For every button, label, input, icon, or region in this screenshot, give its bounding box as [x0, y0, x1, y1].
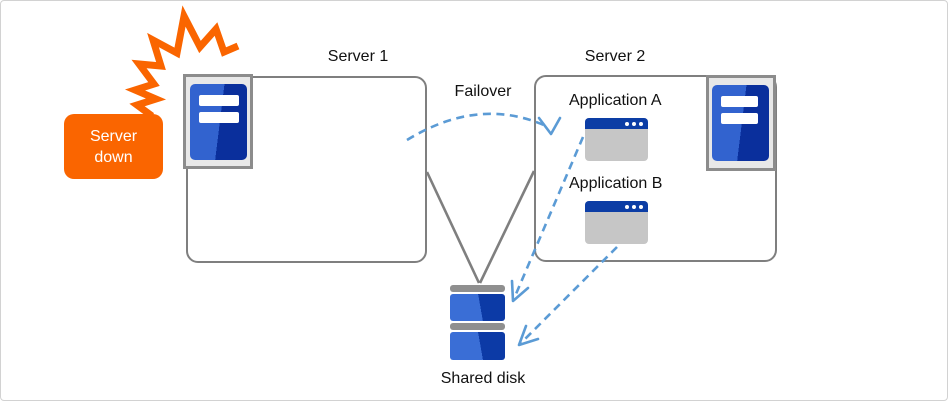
server-icon — [190, 84, 247, 160]
application-a-label: Application A — [569, 92, 662, 109]
disk-cap — [450, 323, 505, 330]
server-slot — [199, 95, 239, 106]
server-slot — [199, 112, 239, 123]
window-dots-icon — [625, 204, 643, 209]
app-window-titlebar — [585, 118, 648, 129]
disk-unit — [450, 294, 505, 321]
failover-arrow — [406, 112, 547, 142]
application-b-label: Application B — [569, 175, 663, 192]
failover-label: Failover — [454, 83, 512, 100]
server-icon — [712, 85, 769, 161]
server-down-label: Server down — [89, 127, 138, 166]
server1-icon-frame — [183, 74, 253, 169]
shared-disk-label: Shared disk — [440, 370, 526, 387]
server-down-callout: Server down — [64, 114, 163, 179]
app-b-disk-arrowhead — [517, 324, 540, 347]
disk-unit — [450, 332, 505, 360]
server1-label: Server 1 — [327, 48, 389, 65]
server2-icon-frame — [706, 75, 776, 171]
disk-cap — [450, 285, 505, 292]
shared-disk-connector-lines — [425, 170, 536, 284]
app-a-disk-arrowhead — [510, 279, 530, 303]
app-window-icon — [585, 118, 648, 161]
app-window-icon — [585, 201, 648, 244]
server2-label: Server 2 — [584, 48, 646, 65]
server-slot — [721, 96, 758, 107]
app-window-titlebar — [585, 201, 648, 212]
server-slot — [721, 113, 758, 124]
window-dots-icon — [625, 121, 643, 126]
